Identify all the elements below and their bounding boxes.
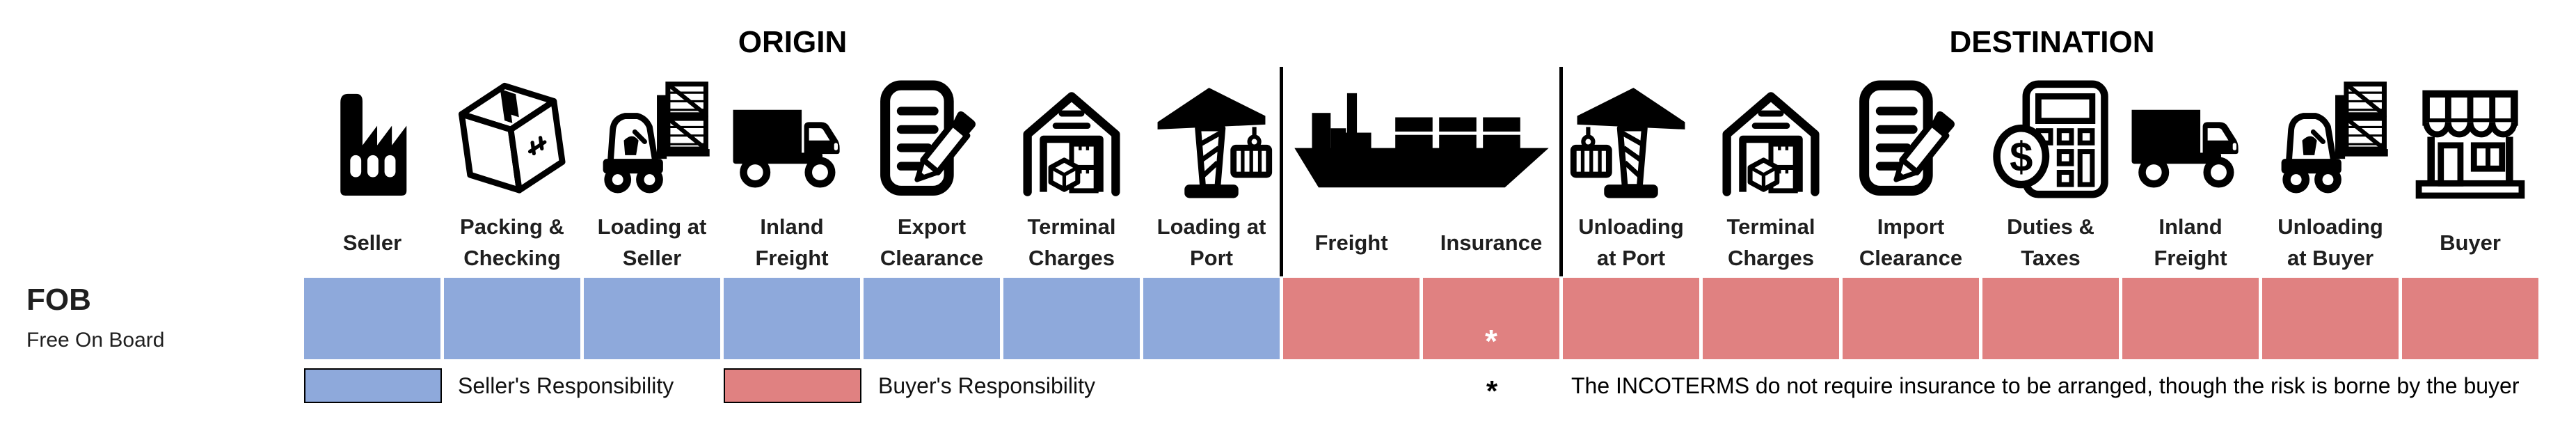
- truck-icon: [731, 78, 853, 201]
- incoterm-name: Free On Board: [26, 329, 165, 352]
- responsibility-cell-packing-checking: [444, 278, 580, 359]
- stage-label-packing-checking: Packing & Checking: [460, 214, 564, 270]
- responsibility-cell-terminal-charges-destination: [1703, 278, 1839, 359]
- forklift-icon: [2269, 78, 2392, 201]
- freight-insurance-icon-cell: [1283, 68, 1559, 210]
- calculator-icon: [1989, 78, 2112, 201]
- footnote-asterisk: *: [1486, 375, 1498, 407]
- stage-label-inland-freight-destination: Inland Freight: [2154, 214, 2227, 270]
- responsibility-cell-unloading-at-buyer: [2262, 278, 2399, 359]
- stage-icon-cell-packing-checking: [444, 68, 580, 210]
- cargo-ship-icon: [1290, 84, 1553, 194]
- stage-label-seller: Seller: [342, 230, 402, 255]
- document-pencil-icon: [870, 78, 993, 201]
- buyer-responsibility-swatch: [724, 368, 861, 403]
- stage-label-buyer: Buyer: [2440, 230, 2501, 255]
- responsibility-cell-duties-taxes: [1982, 278, 2119, 359]
- warehouse-icon: [1710, 78, 1832, 201]
- stage-icon-cell-duties-taxes: [1982, 68, 2119, 210]
- crane-icon: [1150, 78, 1273, 201]
- responsibility-cell-export-clearance: [864, 278, 1000, 359]
- seller-responsibility-label: Seller's Responsibility: [458, 372, 674, 398]
- stage-label-inland-freight-origin: Inland Freight: [755, 214, 829, 270]
- warehouse-icon: [1010, 78, 1133, 201]
- stage-label-export-clearance: Export Clearance: [880, 214, 984, 270]
- stage-label-unloading-at-buyer: Unloading at Buyer: [2277, 214, 2383, 270]
- stage-icon-cell-loading-at-seller: [584, 68, 720, 210]
- insurance-footnote-text: The INCOTERMS do not require insurance t…: [1571, 372, 2520, 398]
- stage-icon-cell-terminal-charges-origin: [1003, 68, 1140, 210]
- stage-icon-cell-buyer: [2402, 68, 2538, 210]
- crane-icon: [1570, 78, 1692, 201]
- factory-icon: [311, 78, 434, 201]
- stage-label-loading-at-port: Loading at Port: [1156, 214, 1266, 270]
- forklift-icon: [591, 78, 713, 201]
- responsibility-cell-freight: [1283, 278, 1420, 359]
- package-icon: [451, 78, 573, 201]
- seller-responsibility-swatch: [304, 368, 442, 403]
- stage-label-freight: Freight: [1314, 230, 1388, 255]
- responsibility-cell-inland-freight-origin: [724, 278, 860, 359]
- stage-label-duties-taxes: Duties & Taxes: [2007, 214, 2094, 270]
- stage-label-insurance: Insurance: [1440, 230, 1543, 255]
- stage-label-import-clearance: Import Clearance: [1859, 214, 1963, 270]
- stage-label-terminal-charges-origin: Terminal Charges: [1027, 214, 1116, 270]
- responsibility-cell-unloading-at-port: [1563, 278, 1699, 359]
- insurance-boundary-divider: [1559, 67, 1563, 276]
- insurance-cell-asterisk: *: [1485, 323, 1497, 359]
- responsibility-cell-buyer: [2402, 278, 2538, 359]
- incoterm-code: FOB: [26, 283, 91, 317]
- stage-label-unloading-at-port: Unloading at Port: [1578, 214, 1684, 270]
- document-pencil-icon: [1850, 78, 1972, 201]
- port-boundary-divider: [1280, 67, 1283, 276]
- stage-label-terminal-charges-destination: Terminal Charges: [1726, 214, 1815, 270]
- stage-icon-cell-loading-at-port: [1143, 68, 1280, 210]
- stage-icon-cell-import-clearance: [1843, 68, 1979, 210]
- stage-icon-cell-terminal-charges-destination: [1703, 68, 1839, 210]
- origin-section-header: ORIGIN: [738, 25, 848, 59]
- responsibility-cell-loading-at-port: [1143, 278, 1280, 359]
- stage-icon-cell-seller: [304, 68, 440, 210]
- responsibility-cell-terminal-charges-origin: [1003, 278, 1140, 359]
- buyer-responsibility-label: Buyer's Responsibility: [878, 372, 1096, 398]
- stage-label-loading-at-seller: Loading at Seller: [597, 214, 707, 270]
- truck-icon: [2129, 78, 2252, 201]
- responsibility-cell-import-clearance: [1843, 278, 1979, 359]
- responsibility-cell-loading-at-seller: [584, 278, 720, 359]
- responsibility-cell-insurance: *: [1423, 278, 1559, 359]
- responsibility-cell-seller: [304, 278, 440, 359]
- stage-icon-cell-unloading-at-port: [1563, 68, 1699, 210]
- destination-section-header: DESTINATION: [1949, 25, 2155, 59]
- stage-icon-cell-inland-freight-origin: [724, 68, 860, 210]
- stage-icon-cell-inland-freight-destination: [2122, 68, 2259, 210]
- stage-icon-cell-unloading-at-buyer: [2262, 68, 2399, 210]
- stage-icon-cell-export-clearance: [864, 68, 1000, 210]
- responsibility-cell-inland-freight-destination: [2122, 278, 2259, 359]
- storefront-icon: [2409, 78, 2531, 201]
